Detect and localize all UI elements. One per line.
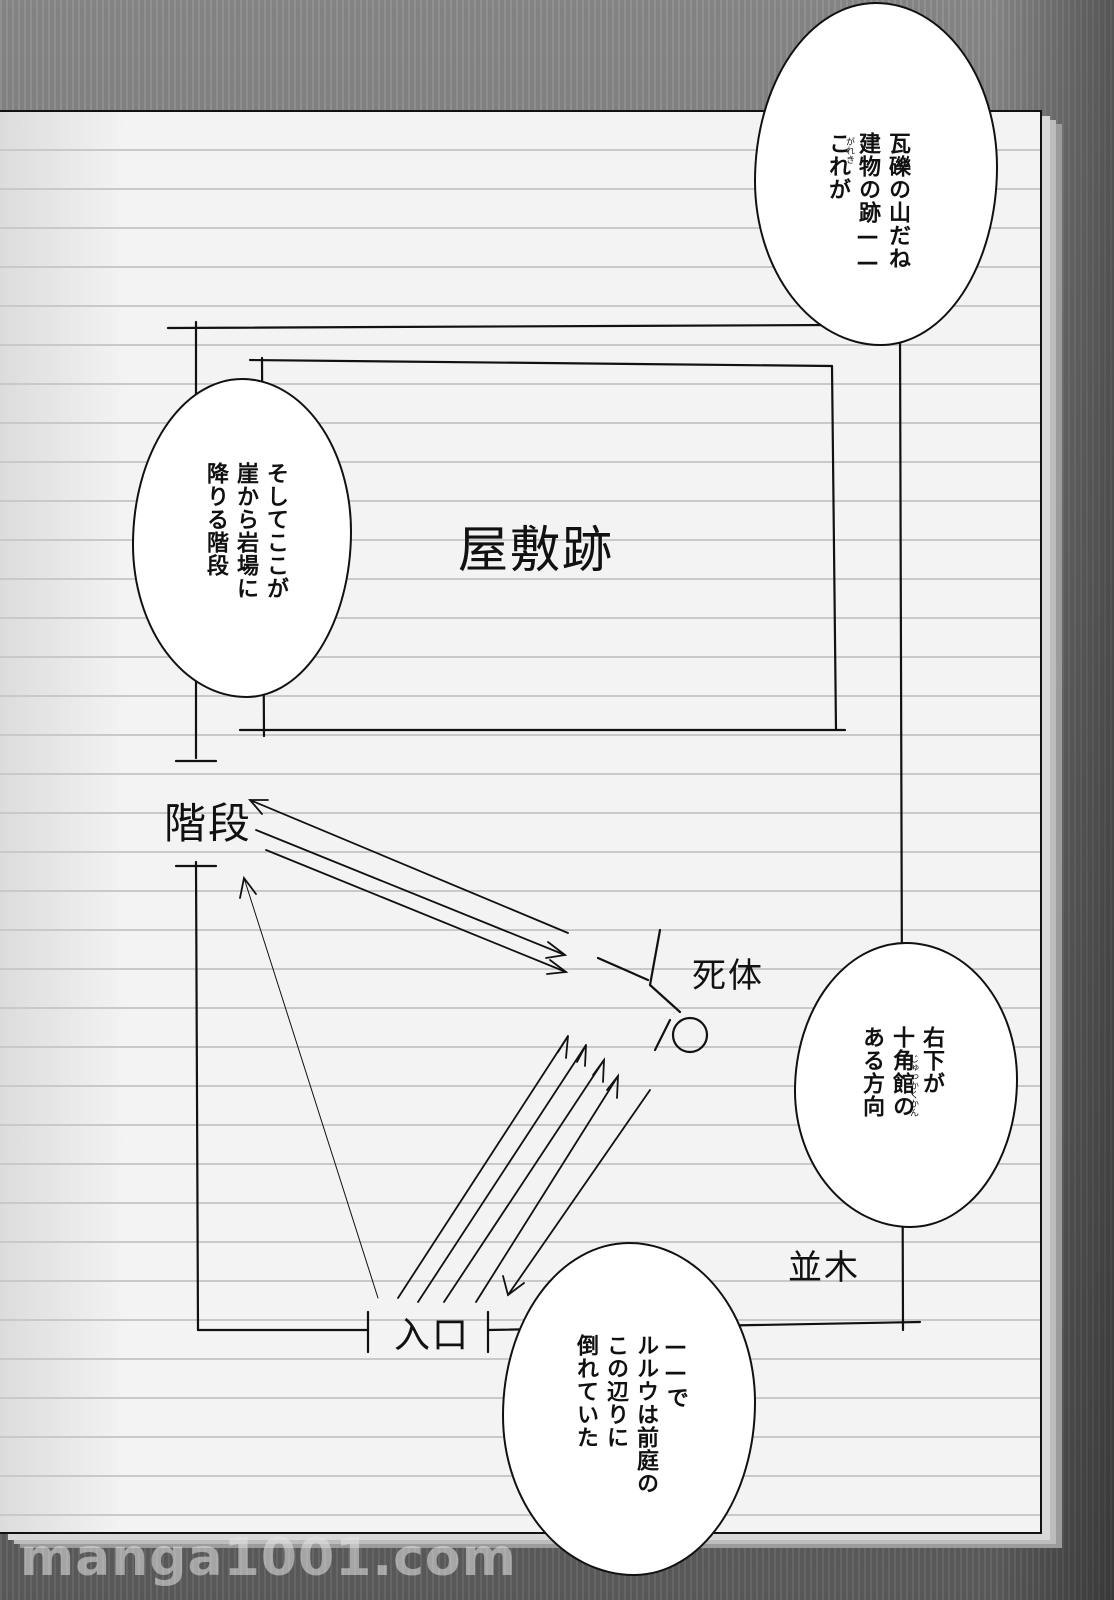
bubble-line: 建物の跡—— xyxy=(855,132,880,276)
building-right-line xyxy=(830,364,838,732)
furigana: がれき xyxy=(844,137,854,164)
bubble-line: ルルウは前庭の xyxy=(633,1334,658,1495)
outer-left-line-lower xyxy=(194,860,200,1332)
notebook-page xyxy=(0,110,1042,1534)
bubble-line: 十角館の xyxy=(889,1026,914,1118)
bubble-line: 降りる階段 xyxy=(203,462,228,577)
entrance-label: 入口 xyxy=(394,1315,471,1356)
stairs-label: 階段 xyxy=(164,799,253,848)
bubble-line: 倒れていた xyxy=(573,1334,598,1449)
body-label: 死体 xyxy=(692,956,764,996)
bubble-line: ——で xyxy=(663,1334,688,1409)
body-figure xyxy=(596,928,709,1054)
building-top-line xyxy=(248,358,834,368)
arrows-entrance-body xyxy=(239,875,651,1303)
speech-bubble-top-right: これが 建物の跡—— 瓦礫の山だね がれき xyxy=(754,2,998,346)
bubble-line: 瓦礫の山だね xyxy=(885,132,910,270)
arrows-stairs-body xyxy=(248,799,569,975)
bubble-line: そしてここが xyxy=(263,462,288,600)
site-watermark: manga1001.com xyxy=(20,1528,517,1588)
speech-bubble-left: そしてここが 崖から岩場に 降りる階段 xyxy=(132,378,352,698)
bubble-line: 右下が xyxy=(919,1026,944,1095)
bubble-line: 崖から岩場に xyxy=(233,462,258,600)
outer-top-line xyxy=(166,323,832,330)
bubble-line: ある方向 xyxy=(859,1026,884,1118)
mansion-ruins-label: 屋敷跡 xyxy=(458,521,614,579)
furigana: じゅっかくかん xyxy=(908,1054,918,1117)
bubble-line: これが xyxy=(825,132,850,201)
ruled-lines xyxy=(0,112,1040,1532)
speech-bubble-bottom: ——で ルルウは前庭の この辺りに 倒れていた xyxy=(502,1242,756,1576)
bubble-line: この辺りに xyxy=(603,1334,628,1449)
speech-bubble-right: 右下が 十角館の ある方向 じゅっかくかん xyxy=(794,942,1018,1228)
trees-label: 並木 xyxy=(788,1248,860,1288)
